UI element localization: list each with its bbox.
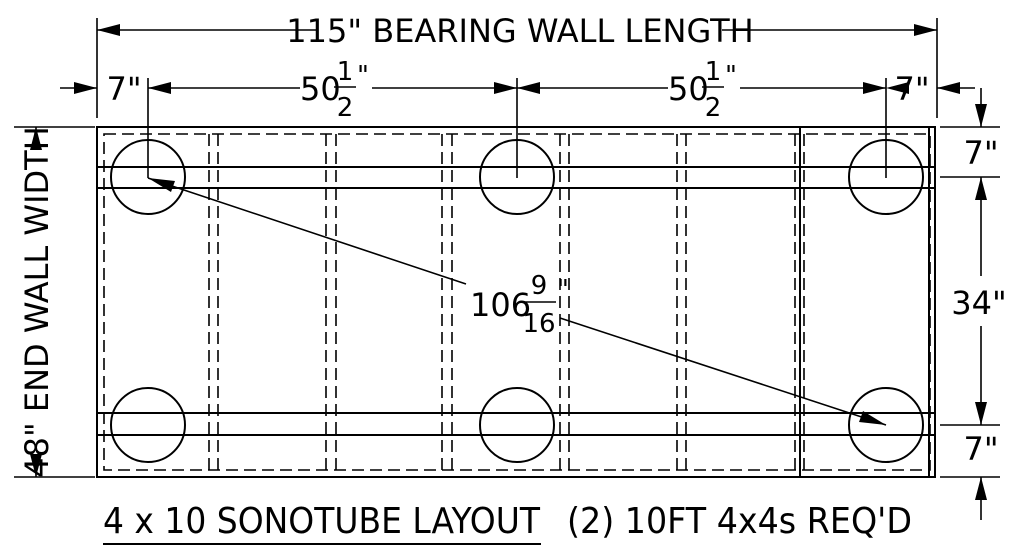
end-wall-dimension: 48" END WALL WIDTH <box>14 126 95 478</box>
arrowhead <box>886 82 909 94</box>
spacing-dimensions: 7" 50 1 2 " 50 1 2 " 7" <box>60 57 975 178</box>
arrowhead <box>863 82 886 94</box>
sonotube-circle <box>479 387 555 463</box>
arrowhead <box>30 127 42 150</box>
right-offset-label: 7" <box>894 70 929 108</box>
arrowhead <box>859 411 886 425</box>
drawing-title: 4 x 10 SONOTUBE LAYOUT (2) 10FT 4x4s REQ… <box>103 501 912 545</box>
arrowhead <box>937 82 960 94</box>
diagonal-leader <box>147 177 467 285</box>
arrowhead <box>97 24 120 36</box>
arrowhead <box>975 477 987 500</box>
bearing-wall-label: 115" BEARING WALL LENGTH <box>286 12 753 50</box>
right-dimensions: 7" 34" 7" <box>940 88 1007 520</box>
diagonal-numerator: 9 <box>531 271 548 301</box>
sonotube-circle <box>848 387 924 463</box>
arrowhead <box>30 454 42 477</box>
span-left-denominator: 2 <box>337 93 354 123</box>
bottom-inset-label: 7" <box>963 430 998 468</box>
middle-span-label: 34" <box>951 284 1006 322</box>
span-left-whole: 50 <box>300 70 341 108</box>
span-left-numerator: 1 <box>337 57 354 87</box>
bearing-wall-dimension: 115" BEARING WALL LENGTH <box>96 12 938 118</box>
span-right-denominator: 2 <box>705 93 722 123</box>
end-wall-label: 48" END WALL WIDTH <box>18 126 56 478</box>
span-right-mark: " <box>725 61 737 91</box>
left-offset-label: 7" <box>106 70 141 108</box>
diagonal-mark: " <box>557 275 569 305</box>
title-note: (2) 10FT 4x4s REQ'D <box>567 501 912 542</box>
diagonal-dimension: 106 9 16 " <box>147 177 887 426</box>
top-inset-label: 7" <box>963 134 998 172</box>
span-left-mark: " <box>357 61 369 91</box>
span-right-numerator: 1 <box>705 57 722 87</box>
arrowhead <box>975 402 987 425</box>
sonotube-circle <box>110 387 186 463</box>
diagonal-leader <box>559 317 887 426</box>
arrowhead <box>74 82 97 94</box>
diagonal-whole: 106 <box>470 286 531 324</box>
arrowhead <box>148 178 175 192</box>
joists <box>208 134 805 470</box>
arrowhead <box>914 24 937 36</box>
title-main: 4 x 10 SONOTUBE LAYOUT <box>103 501 541 542</box>
span-right-whole: 50 <box>668 70 709 108</box>
arrowhead <box>494 82 517 94</box>
arrowhead <box>975 104 987 127</box>
arrowhead <box>975 177 987 200</box>
sonotubes <box>110 139 924 463</box>
diagonal-denominator: 16 <box>522 309 555 339</box>
slab-outline <box>96 126 936 478</box>
